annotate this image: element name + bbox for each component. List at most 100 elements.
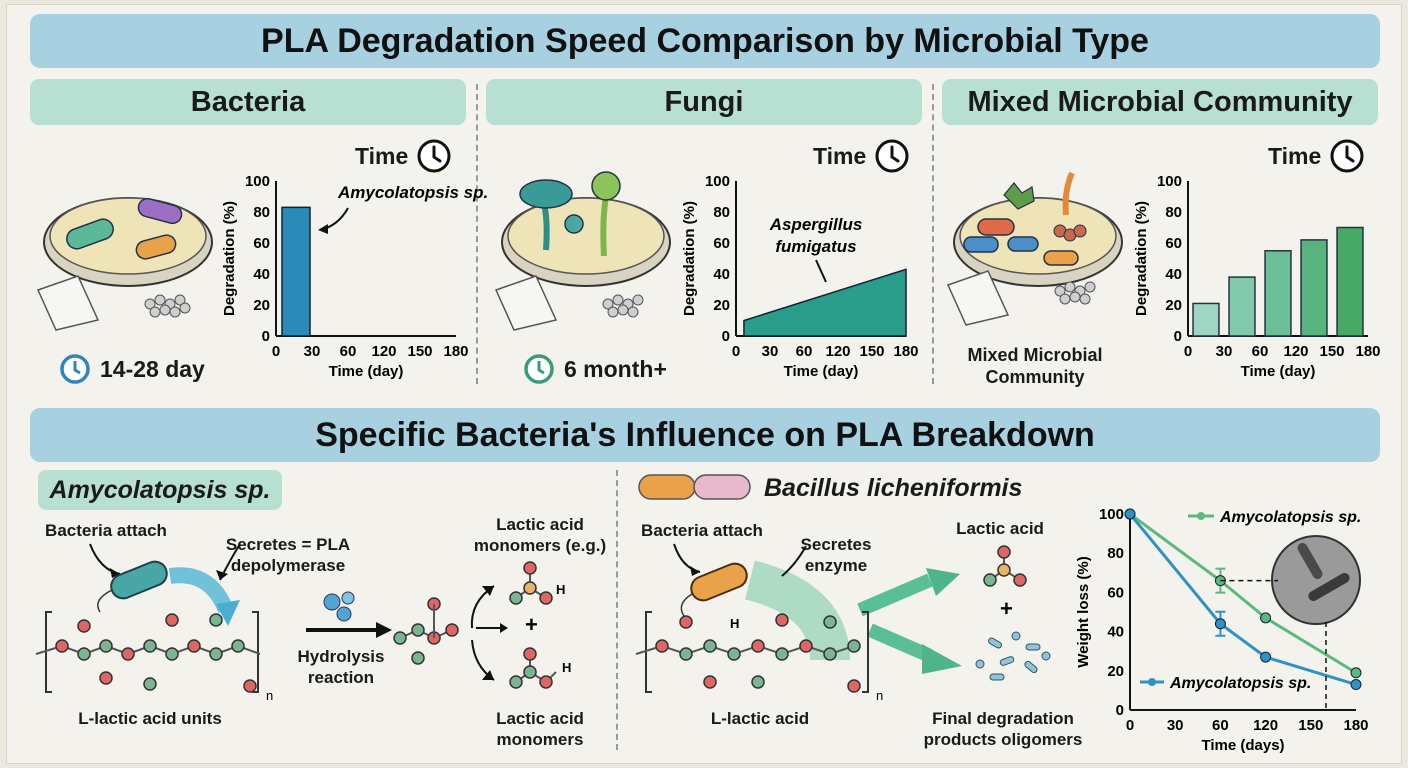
area-annotation: fumigatus bbox=[775, 237, 856, 256]
fungi-heading: Fungi bbox=[486, 79, 922, 125]
pla-chain-structure: n bbox=[35, 611, 273, 703]
mixed-petri-dish-illustration bbox=[946, 171, 1123, 326]
y-tick-label: 100 bbox=[245, 173, 270, 190]
x-tick-label: 150 bbox=[407, 343, 432, 360]
bacillus-secretes-label: Secretes enzyme bbox=[800, 535, 872, 575]
section-title: Specific Bacteria's Influence on PLA Bre… bbox=[30, 408, 1380, 462]
series-line bbox=[1129, 512, 1357, 675]
microscope-inset bbox=[1271, 535, 1361, 625]
data-point bbox=[1214, 618, 1226, 630]
x-tick-label: 120 bbox=[371, 343, 396, 360]
divider bbox=[616, 470, 618, 750]
bacillus-enzyme-illustration bbox=[673, 543, 962, 674]
page-frame bbox=[6, 4, 1402, 764]
x-tick-label: 0 bbox=[272, 343, 280, 360]
micrograph-cell bbox=[1308, 573, 1350, 601]
clock-icon bbox=[1330, 139, 1364, 173]
bar bbox=[1264, 250, 1292, 337]
y-tick-label: 60 bbox=[253, 235, 270, 252]
data-point bbox=[1260, 651, 1272, 663]
x-tick-label: 120 bbox=[1253, 717, 1278, 734]
monomers-bottom-label: Lactic acid monomers bbox=[496, 709, 584, 749]
y-tick-label: 0 bbox=[262, 328, 270, 345]
units-label: L-lactic acid units bbox=[78, 709, 222, 728]
clock-icon bbox=[417, 139, 451, 173]
y-tick-label: 40 bbox=[1107, 624, 1124, 641]
y-tick-label: 40 bbox=[1165, 266, 1182, 283]
timer-icon bbox=[524, 354, 554, 384]
monomers-top-label: Lactic acid monomers (e.g.) bbox=[473, 515, 607, 555]
y-tick-label: 60 bbox=[1165, 235, 1182, 252]
amycolatopsis-tag: Amycolatopsis sp. bbox=[38, 470, 282, 510]
time-label: Time bbox=[813, 138, 910, 174]
time-label: Time bbox=[355, 138, 452, 174]
hydrolysis-arrow bbox=[306, 591, 392, 638]
x-tick-label: 150 bbox=[1298, 717, 1323, 734]
bacillus-products: + bbox=[975, 545, 1051, 681]
y-tick-label: 80 bbox=[253, 204, 270, 221]
series-line bbox=[1128, 513, 1357, 686]
data-point bbox=[1260, 612, 1272, 624]
y-tick-label: 60 bbox=[1107, 584, 1124, 601]
legend-label: Amycolatopsis sp. bbox=[1219, 509, 1361, 526]
x-tick-label: 150 bbox=[1319, 343, 1344, 360]
fungi-petri-dish-illustration bbox=[494, 171, 671, 331]
bar bbox=[1228, 276, 1256, 337]
area-annotation: Aspergillus bbox=[769, 215, 863, 234]
x-tick-label: 150 bbox=[859, 343, 884, 360]
clock-icon bbox=[875, 139, 909, 173]
bacillus-units-label: L-lactic acid bbox=[710, 709, 810, 728]
svg-text:n: n bbox=[266, 688, 273, 703]
y-axis-label: Degradation (%) bbox=[1133, 201, 1150, 316]
x-tick-label: 30 bbox=[1216, 343, 1233, 360]
x-axis-label: Time (day) bbox=[1241, 363, 1316, 380]
x-tick-label: 60 bbox=[340, 343, 357, 360]
y-tick-label: 20 bbox=[253, 297, 270, 314]
y-axis-label: Degradation (%) bbox=[681, 201, 698, 316]
time-label: Time bbox=[1268, 138, 1365, 174]
timer-icon bbox=[60, 354, 90, 384]
secretes-label: Secretes = PLA depolymerase bbox=[225, 535, 351, 575]
y-tick-label: 100 bbox=[1099, 506, 1124, 523]
bacteria-heading: Bacteria bbox=[30, 79, 466, 125]
y-tick-label: 40 bbox=[253, 266, 270, 283]
area bbox=[743, 268, 907, 337]
legend-marker bbox=[1148, 678, 1156, 686]
x-axis-label: Time (day) bbox=[329, 363, 404, 380]
y-axis-label: Weight loss (%) bbox=[1075, 556, 1092, 667]
x-tick-label: 180 bbox=[443, 343, 468, 360]
final-products-label: Final degradation products oligomers bbox=[923, 709, 1083, 749]
lactic-acid-label: Lactic acid bbox=[956, 519, 1044, 538]
bar-annotation: Amycolatopsis sp. bbox=[337, 183, 488, 202]
y-tick-label: 80 bbox=[1107, 545, 1124, 562]
svg-text:+: + bbox=[525, 612, 538, 637]
bar bbox=[1192, 302, 1220, 337]
x-tick-label: 120 bbox=[1283, 343, 1308, 360]
y-tick-label: 20 bbox=[1107, 663, 1124, 680]
x-tick-label: 180 bbox=[1355, 343, 1380, 360]
micrograph-cell bbox=[1297, 543, 1323, 579]
mixed-caption: Mixed Microbial Community bbox=[967, 345, 1103, 387]
bacteria-petri-dish-illustration bbox=[36, 197, 213, 331]
x-axis-label: Time (days) bbox=[1201, 737, 1284, 754]
svg-text:+: + bbox=[1000, 596, 1013, 621]
y-tick-label: 0 bbox=[1174, 328, 1182, 345]
bacteria-attach-label: Bacteria attach bbox=[45, 521, 167, 540]
annotation-arrow bbox=[815, 259, 827, 283]
x-tick-label: 0 bbox=[732, 343, 740, 360]
bar bbox=[281, 206, 311, 337]
page-title: PLA Degradation Speed Comparison by Micr… bbox=[30, 14, 1380, 68]
y-tick-label: 100 bbox=[705, 173, 730, 190]
x-tick-label: 30 bbox=[1167, 717, 1184, 734]
x-tick-label: 60 bbox=[1252, 343, 1269, 360]
x-tick-label: 60 bbox=[796, 343, 813, 360]
x-tick-label: 30 bbox=[762, 343, 779, 360]
y-tick-label: 20 bbox=[1165, 297, 1182, 314]
amycolatopsis-attach-illustration bbox=[89, 543, 241, 626]
divider bbox=[932, 84, 934, 384]
monomer-products: H + H bbox=[393, 561, 571, 689]
data-point bbox=[1350, 667, 1362, 679]
